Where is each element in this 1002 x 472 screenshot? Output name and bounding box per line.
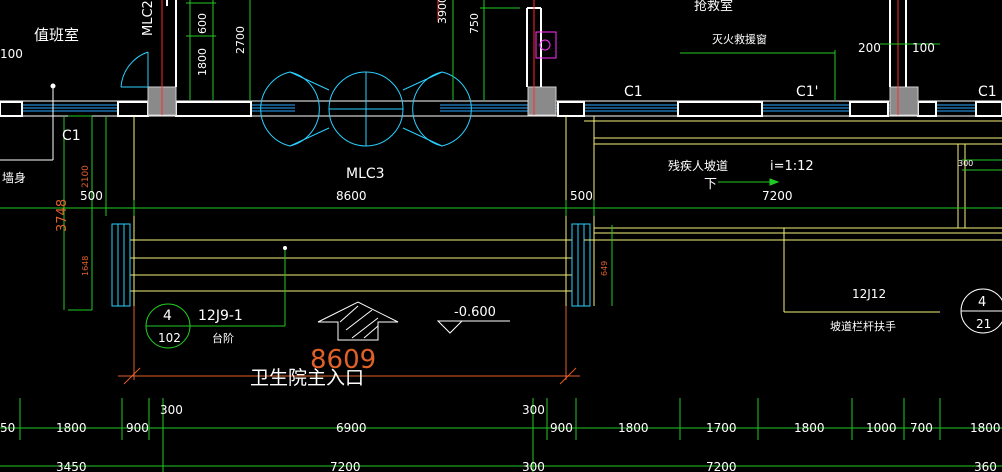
dim-200: 200 xyxy=(858,41,881,55)
top-dimension-lines xyxy=(186,0,940,100)
dim-500-right: 500 xyxy=(570,189,593,203)
leader-dot xyxy=(283,246,287,250)
entrance-arrow-icon xyxy=(317,301,399,341)
dim-8609: 8609 xyxy=(310,345,376,375)
entrance-title: 卫生院主入口 xyxy=(250,367,364,389)
detail-callout-steps xyxy=(145,248,286,349)
window-label-c1-left: C1 xyxy=(62,128,81,144)
bottom-dim-label: 900 xyxy=(550,421,573,435)
bottom-dim-label: 1800 xyxy=(794,421,825,435)
bottom-dim-label: 900 xyxy=(126,421,149,435)
bottom-dimension-lines xyxy=(0,398,1002,472)
elevation-symbol-icon xyxy=(436,320,510,334)
bottom-dim-label: 1800 xyxy=(970,421,1001,435)
window-label-c1-mid: C1 xyxy=(624,84,643,100)
dim-8600: 8600 xyxy=(336,189,367,203)
ramp-detail-top: 4 xyxy=(978,295,986,310)
bottom-dim-label: 7200 xyxy=(330,460,361,472)
entrance-elevation: -0.600 xyxy=(454,305,496,320)
left-leaders xyxy=(0,83,56,161)
mid-dimension-line xyxy=(0,115,1002,311)
dim-300-small: 300 xyxy=(958,159,973,168)
ramp-arrow xyxy=(718,178,780,186)
ramp-down: 下 xyxy=(704,177,717,192)
ramp-std: 12J12 xyxy=(852,287,886,301)
dim-2700: 2700 xyxy=(234,26,247,54)
ramp-slope: i=1:12 xyxy=(770,159,814,174)
dim-100-right: 100 xyxy=(912,41,935,55)
bottom-dim-label: 1000 xyxy=(866,421,897,435)
bottom-dim-row1: 50 1800 900 300 6900 300 900 1800 1700 1… xyxy=(0,403,1001,435)
detail-callout-ramp xyxy=(960,288,1002,334)
overall-dimension-line xyxy=(118,306,580,385)
dim-750: 750 xyxy=(468,13,481,34)
ramp-label: 残疾人坡道 xyxy=(668,158,728,173)
bottom-dim-label: 300 xyxy=(522,460,545,472)
fire-window-label: 灭火救援窗 xyxy=(712,32,767,46)
bottom-dim-label: 300 xyxy=(522,403,545,417)
dim-500-left: 500 xyxy=(80,189,103,203)
dim-649: 649 xyxy=(600,261,609,276)
window-label-mlc3: MLC3 xyxy=(346,166,385,182)
step-side-blocks xyxy=(111,223,591,307)
entrance-steps xyxy=(129,116,595,306)
column xyxy=(889,86,919,116)
window-label-c1-prime: C1' xyxy=(796,84,819,100)
dim-3900: 3900 xyxy=(436,0,449,24)
bottom-dim-label: 3450 xyxy=(56,460,87,472)
wall-label: 墙身 xyxy=(2,170,26,185)
bottom-dim-label: 6900 xyxy=(336,421,367,435)
ramp-handrail: 坡道栏杆扶手 xyxy=(830,319,896,333)
dim-1648: 1648 xyxy=(81,256,90,276)
column xyxy=(527,86,557,116)
steps-label: 台阶 xyxy=(212,331,234,345)
bottom-dim-row2: 3450 7200 300 7200 360 xyxy=(56,460,997,472)
steps-ref: 12J9-1 xyxy=(198,308,243,324)
dim-7200-ramp: 7200 xyxy=(762,189,793,203)
upper-red-lines xyxy=(161,0,899,115)
steps-detail-bottom: 102 xyxy=(158,331,181,345)
ramp-lines xyxy=(584,120,1002,313)
dim-1800: 1800 xyxy=(196,48,209,76)
bottom-dim-label: 700 xyxy=(910,421,933,435)
steps-detail-top: 4 xyxy=(163,308,172,324)
bottom-dim-label: 1800 xyxy=(56,421,87,435)
dim-100-left: 100 xyxy=(0,47,23,61)
room-label-upper: 抢救室 xyxy=(694,0,733,14)
window-label-c1-right: C1 xyxy=(978,84,997,100)
bottom-dim-label: 1800 xyxy=(618,421,649,435)
window-label-mlc2: MLC2 xyxy=(141,0,156,36)
mlc3-door-symbol xyxy=(260,71,472,147)
dim-2100: 2100 xyxy=(81,165,91,188)
bottom-dim-label: 7200 xyxy=(706,460,737,472)
room-label-duty: 值班室 xyxy=(34,26,79,44)
dim-600: 600 xyxy=(196,13,209,34)
bottom-dim-label: 360 xyxy=(974,460,997,472)
bottom-dim-label: 50 xyxy=(0,421,15,435)
mlc2-door-swing xyxy=(120,51,149,88)
dim-3748: 3748 xyxy=(55,199,70,232)
wall-stubs xyxy=(0,101,1002,117)
ramp-detail-bottom: 21 xyxy=(976,317,991,331)
bottom-dim-label: 1700 xyxy=(706,421,737,435)
magenta-fixture xyxy=(535,31,557,59)
bottom-dim-label: 300 xyxy=(160,403,183,417)
